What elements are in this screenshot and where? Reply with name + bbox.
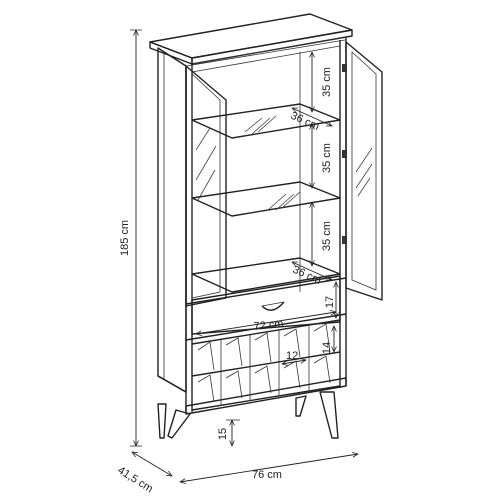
leg-front-left xyxy=(157,403,167,439)
drawer-width-label: 72 cm xyxy=(253,318,284,333)
legs xyxy=(157,391,339,439)
bottom-shelf xyxy=(191,257,341,293)
wine-rack xyxy=(191,319,341,411)
depth-dimension-line xyxy=(132,452,172,476)
depth-label: 41,5 cm xyxy=(115,464,155,495)
shelf-depth-top-label: 36 cm xyxy=(289,110,321,133)
wine-cell-width-label: 12 xyxy=(286,350,298,362)
drawer-height-label: 17 xyxy=(324,296,336,308)
shelf-gap-bottom-label: 35 cm xyxy=(321,221,333,251)
shelf-gap-middle-label: 35 cm xyxy=(321,143,333,173)
drawer-handle xyxy=(261,301,285,311)
dimension-lines xyxy=(130,30,358,482)
wine-rack-height-label: 14 xyxy=(321,342,333,354)
shelf-gap-top-label: 35 cm xyxy=(321,67,333,97)
width-label: 76 cm xyxy=(252,469,282,481)
width-dimension-line xyxy=(180,454,358,482)
left-side-panel xyxy=(157,47,187,393)
base-plinth xyxy=(185,377,347,415)
glass-shelf-2 xyxy=(191,181,341,217)
dimension-labels: 185 cm 41,5 cm 76 cm 35 cm 35 cm 35 cm 3… xyxy=(115,67,336,495)
right-glass-door xyxy=(342,41,383,301)
height-label: 185 cm xyxy=(119,220,131,256)
glass-shelf-1 xyxy=(191,103,341,139)
leg-front-right xyxy=(319,391,339,439)
leg-height-label: 15 xyxy=(217,428,229,440)
